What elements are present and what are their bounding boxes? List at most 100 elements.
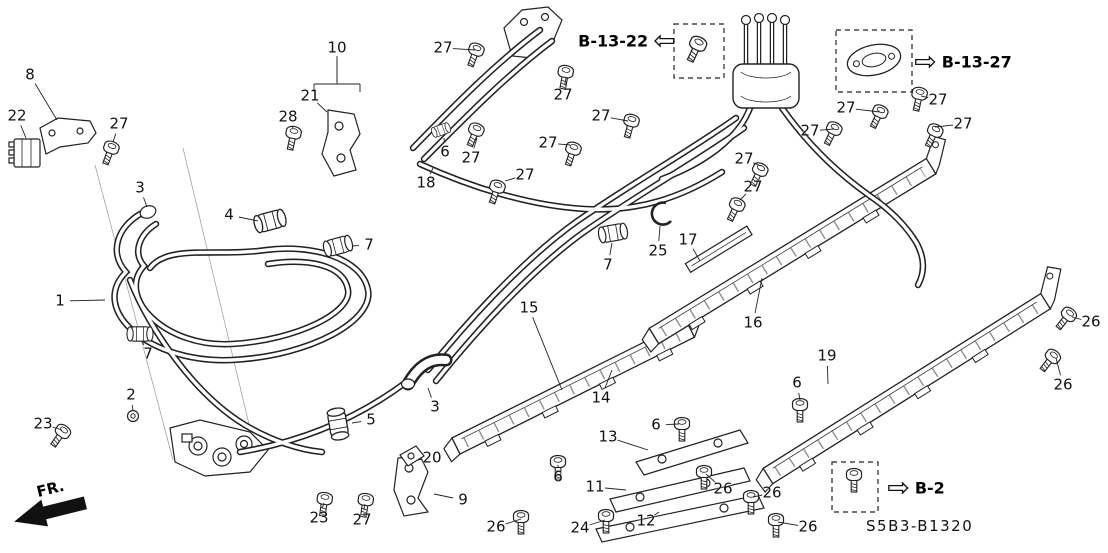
callout-27: 27 xyxy=(953,114,973,133)
pipe-cover-rail-rear xyxy=(755,266,1062,493)
bolt-icon xyxy=(722,195,748,224)
bolt-icon xyxy=(282,124,303,152)
pipe-bracket-9 xyxy=(393,455,430,517)
leader-line xyxy=(452,48,476,51)
ref-label: B-2 xyxy=(914,478,945,498)
callout-3: 3 xyxy=(135,178,145,197)
leader-line xyxy=(504,177,516,182)
leader-line xyxy=(429,167,434,175)
bolt-icon xyxy=(512,509,530,535)
callout-11: 11 xyxy=(585,477,605,496)
leader-line xyxy=(826,365,829,385)
ref-part-boxes xyxy=(673,23,913,513)
fr-direction-arrow: FR. xyxy=(14,477,87,527)
ref-arrow-right-icon: ⇨ xyxy=(887,472,910,504)
pipe-bracket-8 xyxy=(39,117,97,155)
callout-27: 27 xyxy=(591,106,611,125)
callout-27: 27 xyxy=(743,177,763,196)
pipe-clamp xyxy=(321,233,355,259)
callout-23: 23 xyxy=(309,508,329,527)
callout-27: 27 xyxy=(734,149,754,168)
leader-line xyxy=(665,423,680,426)
callout-5: 5 xyxy=(366,410,376,429)
leader-line xyxy=(433,493,454,499)
pipe-clamp xyxy=(596,222,630,244)
leader-line xyxy=(617,439,649,451)
leader-lines xyxy=(20,48,1082,526)
bolt-icon xyxy=(619,112,642,140)
leader-line xyxy=(1055,357,1061,376)
stay-plate-13 xyxy=(635,429,749,476)
leader-line xyxy=(754,277,763,314)
bolt-icon xyxy=(462,120,487,150)
callout-27: 27 xyxy=(433,38,453,57)
leader-line xyxy=(143,197,148,208)
callout-19: 19 xyxy=(817,346,837,365)
construction-lines xyxy=(94,147,259,463)
leader-line xyxy=(658,225,661,242)
pipe-clamp xyxy=(126,326,154,342)
callout-16: 16 xyxy=(743,313,763,332)
bolt-icon xyxy=(819,119,845,148)
callout-9: 9 xyxy=(458,490,468,509)
callout-26: 26 xyxy=(762,483,782,502)
bolt-icon xyxy=(1051,304,1080,334)
ref-label: B-13-22 xyxy=(578,31,649,51)
ref-b-13-27: ⇨B-13-27 xyxy=(914,49,1012,76)
leader-line xyxy=(52,426,63,431)
leader-line xyxy=(34,83,58,121)
leader-line xyxy=(238,216,259,222)
fuel-pipe-joint-connector xyxy=(732,12,800,109)
washer-grommet xyxy=(126,409,140,423)
leader-line xyxy=(777,521,799,526)
leader-line xyxy=(316,102,328,113)
callout-8: 8 xyxy=(25,65,35,84)
callout-6: 6 xyxy=(792,373,802,392)
leader-line xyxy=(473,137,478,149)
bolt-icon xyxy=(791,397,809,423)
callout-26: 26 xyxy=(486,517,506,536)
stay-plate-12 xyxy=(595,494,765,543)
callout-27: 27 xyxy=(461,148,481,167)
leader-line xyxy=(692,248,701,262)
callout-27: 27 xyxy=(928,90,948,109)
callout-27: 27 xyxy=(109,114,129,133)
callout-26: 26 xyxy=(1053,375,1073,394)
ref-b-13-22: B-13-22⇦ xyxy=(578,28,676,55)
ref-arrow-left-icon: ⇦ xyxy=(653,25,676,57)
ref-arrow-right-icon: ⇨ xyxy=(914,46,937,78)
callout-28: 28 xyxy=(278,107,298,126)
callout-7: 7 xyxy=(143,344,153,363)
callout-25: 25 xyxy=(648,241,668,260)
leader-line xyxy=(20,125,27,139)
callout-27: 27 xyxy=(553,85,573,104)
callout-27: 27 xyxy=(352,510,372,529)
diagram-code: S5B3-B1320 xyxy=(866,517,974,535)
leader-line xyxy=(609,242,613,256)
bolt-icon xyxy=(1035,346,1064,376)
callout-24: 24 xyxy=(570,518,590,537)
leader-line xyxy=(753,162,762,167)
fr-label: FR. xyxy=(35,477,66,501)
leader-line xyxy=(752,494,763,498)
callout-10: 10 xyxy=(327,38,347,57)
leader-line xyxy=(321,502,325,509)
callout-13: 13 xyxy=(598,427,618,446)
callout-26: 26 xyxy=(1081,312,1101,331)
leader-line xyxy=(505,518,522,525)
pipe-c-clip xyxy=(650,201,672,226)
pump-bracket-cluster xyxy=(169,419,269,477)
callout-27: 27 xyxy=(836,98,856,117)
leader-line xyxy=(819,128,835,131)
callout-6: 6 xyxy=(651,415,661,434)
bolt-icon xyxy=(462,40,487,70)
leader-line xyxy=(112,133,117,143)
callout-4: 4 xyxy=(224,205,234,224)
pipe-stay-20 xyxy=(399,445,425,467)
leader-line xyxy=(589,519,606,526)
ref-label: B-13-27 xyxy=(941,52,1012,72)
callout-3: 3 xyxy=(430,397,440,416)
bolt-icon xyxy=(97,138,122,168)
callout-7: 7 xyxy=(603,255,613,274)
